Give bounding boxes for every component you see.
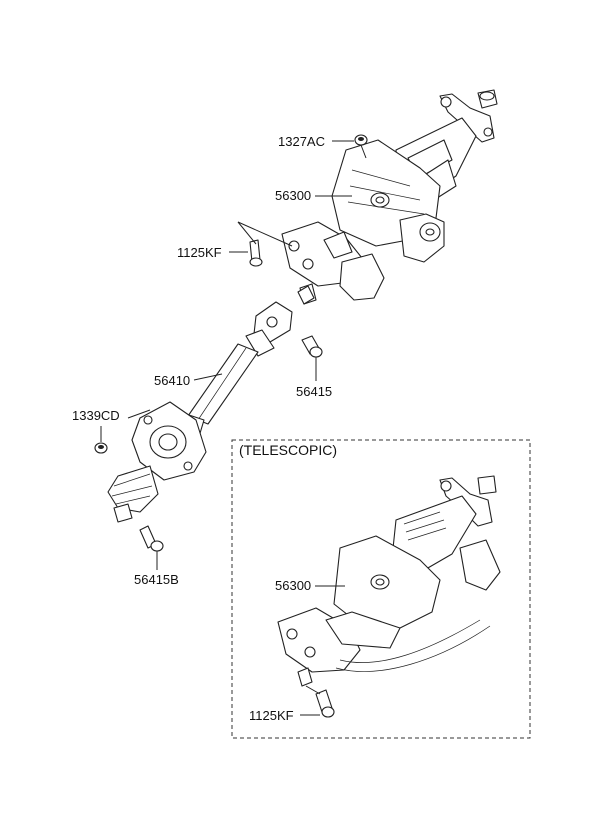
label-56300: 56300 bbox=[275, 188, 311, 203]
leader-56410 bbox=[193, 373, 223, 381]
telescopic-variant-box: (TELESCOPIC) 56300 1125KF bbox=[231, 439, 531, 739]
bolt-1125KF-part bbox=[249, 239, 263, 267]
label-56415: 56415 bbox=[296, 384, 332, 399]
boot-joint bbox=[107, 465, 159, 523]
telescopic-steering-column bbox=[277, 475, 501, 687]
label-56410: 56410 bbox=[154, 373, 190, 388]
label-1125KF: 1125KF bbox=[177, 245, 222, 260]
nut-1327AC-part bbox=[354, 134, 368, 159]
nut-1339CD-part bbox=[94, 442, 108, 454]
label-1327AC: 1327AC bbox=[278, 134, 325, 149]
bolt-56415-part bbox=[301, 335, 323, 358]
label-1339CD: 1339CD bbox=[72, 408, 120, 423]
label-tele-56300: 56300 bbox=[275, 578, 311, 593]
dust-cover-plate bbox=[131, 401, 207, 481]
label-tele-1125KF: 1125KF bbox=[249, 708, 294, 723]
tele-bolt-1125KF-part bbox=[315, 689, 335, 718]
bolt-56415B-part bbox=[139, 525, 164, 552]
label-56415B: 56415B bbox=[134, 572, 179, 587]
steering-column-assembly bbox=[281, 89, 498, 305]
telescopic-title: (TELESCOPIC) bbox=[239, 442, 337, 458]
intermediate-shaft-56410 bbox=[175, 285, 315, 441]
